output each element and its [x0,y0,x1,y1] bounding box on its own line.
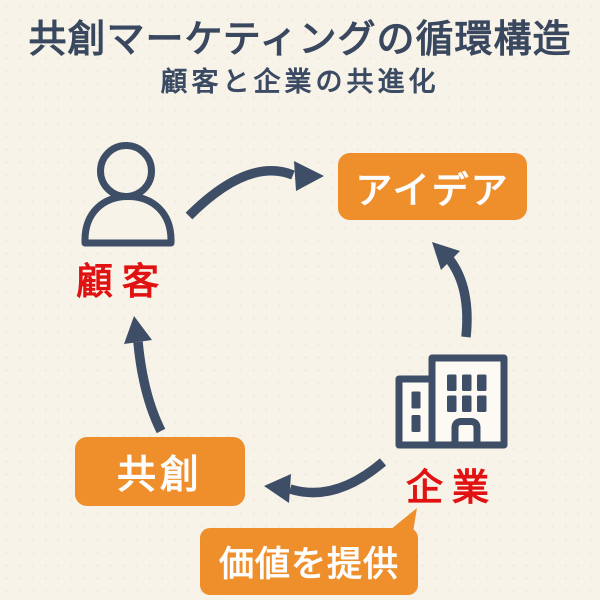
cocreation-box: 共創 [75,437,245,506]
idea-box: アイデア [338,153,527,220]
page-subtitle: 顧客と企業の共進化 [160,67,440,97]
company-label: 企業 [406,467,498,508]
idea-box-label: アイデア [355,169,510,211]
arrow-customer-to-idea [185,161,324,220]
page-title: 共創マーケティングの循環構造 [28,19,572,61]
arrow-company-to-idea [432,242,472,338]
customer-label: 顧客 [76,261,168,302]
cocreation-box-label: 共創 [116,453,203,497]
building-icon [395,354,508,449]
speech-bubble-tail [390,508,417,532]
value-speech-bubble: 価値を提供 [200,528,418,595]
value-bubble-label: 価値を提供 [218,545,399,584]
person-icon [81,142,175,247]
arrow-cocreation-to-customer [124,316,166,434]
arrow-company-to-cocreation [264,458,387,503]
